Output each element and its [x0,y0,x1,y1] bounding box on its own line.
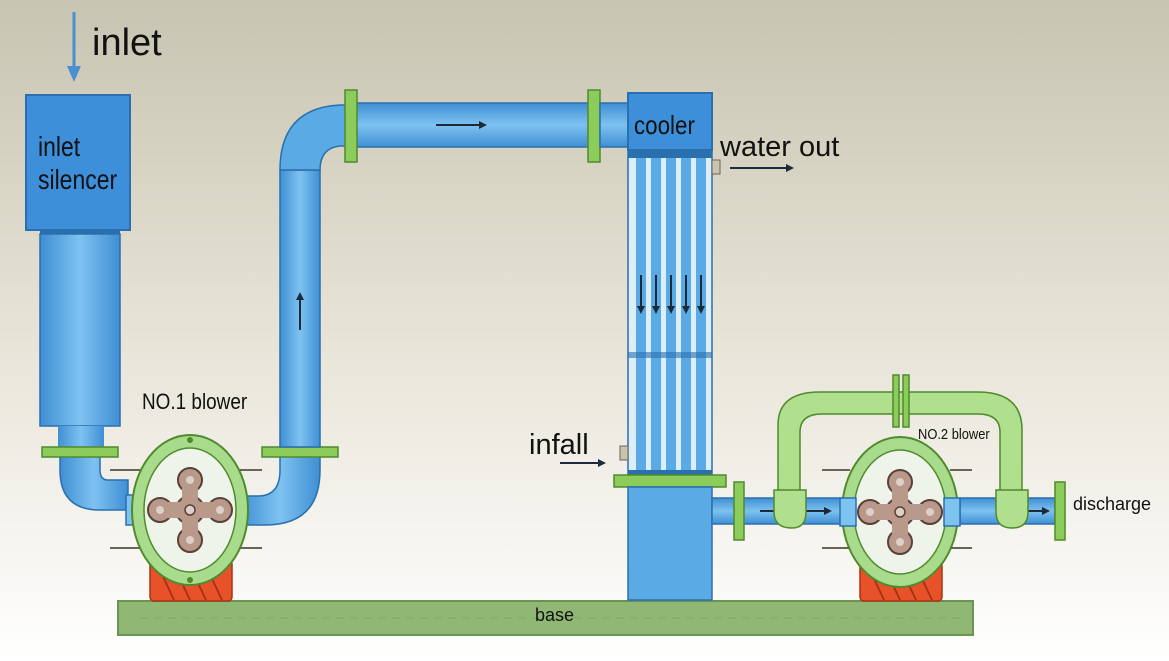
no2-blower [822,436,972,602]
no1-blower-label: NO.1 blower [142,389,248,414]
base-plate [117,600,974,636]
inlet-silencer-label-line1: inlet [38,131,81,162]
discharge-riser-pipe [221,89,629,526]
discharge-label: discharge [1073,494,1152,514]
no2-blower-label: NO.2 blower [918,426,990,443]
inlet-arrow-icon [67,12,81,82]
inlet-silencer [25,94,131,450]
infall-label: infall [529,429,589,461]
base-label: base [535,605,575,625]
water-out-label: water out [720,131,840,163]
inlet-silencer-label-line2: silencer [38,164,118,195]
bypass-loop-pipe [773,374,1029,529]
inlet-label: inlet [92,22,162,64]
no1-blower [110,434,262,602]
cooler [560,92,794,601]
cooler-label: cooler [634,110,695,140]
